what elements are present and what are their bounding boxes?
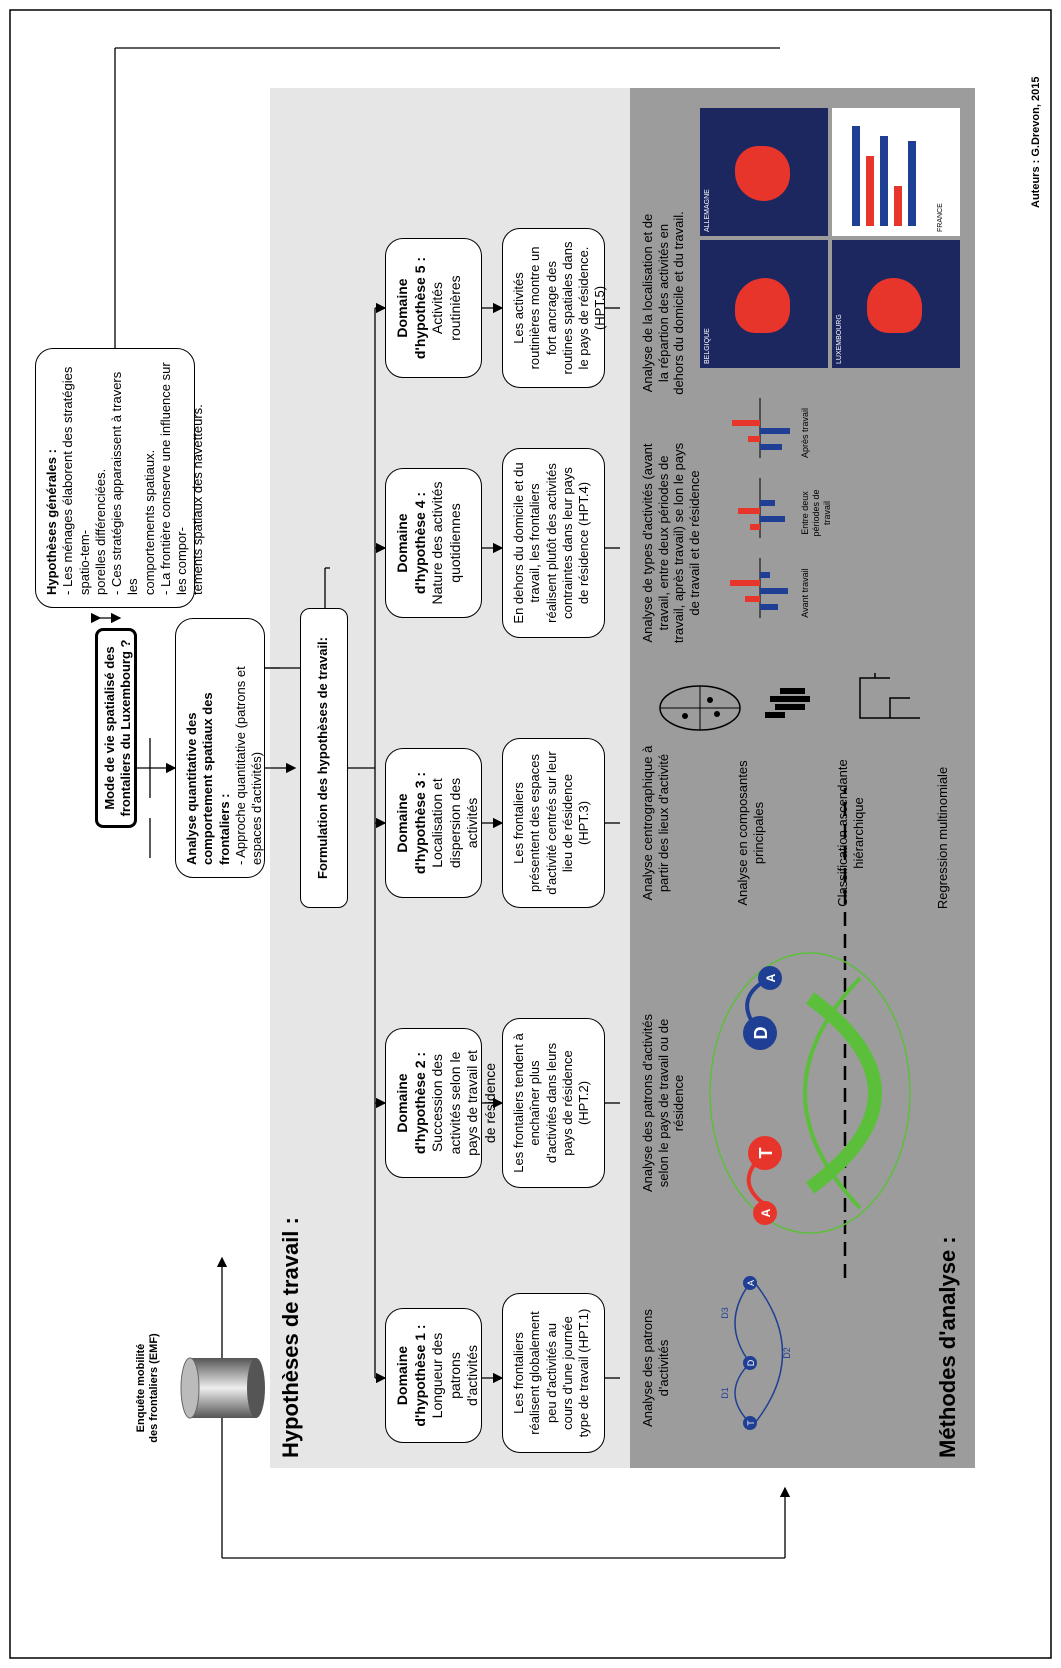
domain-title-3: Domaine d'hypothèse 3 : [394,771,428,875]
hypothesis-box-1: Les frontaliers réalisent globalement pe… [502,1293,605,1453]
domain-title-2: Domaine d'hypothèse 2 : [394,1051,428,1155]
domain-box-3: Domaine d'hypothèse 3 : Localisation et … [385,748,482,898]
node-a-label: A [746,1280,756,1286]
maps-grid: BELGIQUE ALLEMAGNE LUXEMBOURG FRANCE [700,108,960,368]
method-3c-label: Classification ascendante hiérarchique [835,759,866,907]
centrography-ellipse-icon [659,685,741,731]
domain-box-1: Domaine d'hypothèse 1 : Longueur des pat… [385,1308,482,1443]
method-1-label: Analyse des patrons d'activités [640,1309,671,1427]
node-d [743,1356,757,1370]
domain-subtitle-3: Localisation et dispersion des activités [429,777,480,869]
domain-title-4: Domaine d'hypothèse 4 : [394,491,428,595]
edge-d1-label: D1 [720,1387,730,1399]
survey-line1: Enquête mobilité [135,1343,147,1433]
pattern2-a-label: A [759,1208,773,1217]
pattern2-node-d [743,1016,777,1050]
dendrogram-icon [859,673,920,719]
domain-title-1: Domaine d'hypothèse 1 : [394,1324,428,1427]
map-thumbnail-3: LUXEMBOURG [832,240,960,368]
bar-label-entre: Entre deux périodes de travail [800,489,832,537]
edge-d2-label: D2 [782,1347,792,1359]
bars-entre-deux [738,478,785,538]
edge-d3-label: D3 [720,1307,730,1319]
bar-label-apres: Après travail [800,407,810,459]
pattern2-t-label: T [756,1148,776,1159]
domain-subtitle-5: Activités routinières [429,275,463,341]
map-2-label: ALLEMAGNE [704,189,711,232]
pattern2-node-t [748,1136,782,1170]
main-question-box: Mode de vie spatialisé des frontaliers d… [95,628,137,828]
node-d-label: D [746,1359,756,1366]
node-t-label: T [746,1420,756,1426]
map-thumbnail-1: BELGIQUE [700,240,828,368]
map-1-label: BELGIQUE [704,328,711,364]
general-hypotheses-body: - Les ménages élaborent des stratégies s… [60,362,206,595]
map-1-country-shape [735,278,790,333]
domain-title-5: Domaine d'hypothèse 5 : [394,256,428,360]
thumb-bar-4 [894,186,902,226]
map-3-label: LUXEMBOURG [836,314,843,364]
pca-bars-icon [765,688,810,718]
chart-thumb-label: FRANCE [937,203,944,232]
map-3-country-shape [867,278,922,333]
domain-subtitle-1: Longueur des patrons d'activités [429,1332,480,1419]
domain-box-5: Domaine d'hypothèse 5 : Activités routin… [385,238,482,378]
domain-subtitle-2: Succession des activités selon le pays d… [429,1050,498,1156]
map-2-country-shape [735,146,790,201]
bars-apres-travail [732,398,790,458]
method-4-label: Analyse de types d'activités (avant trav… [640,442,702,644]
bar-label-avant: Avant travail [800,568,810,618]
hypothesis-box-4: En dehors du domicile et du travail, les… [502,448,605,638]
domain-box-2: Domaine d'hypothèse 2 : Succession des a… [385,1028,498,1178]
credit: Auteurs : G.Drevon, 2015 [1030,76,1042,208]
method-3b-label: Analyse en composantes principales [735,760,766,906]
thumb-bar-2 [866,156,874,226]
bars-avant-travail [730,558,788,618]
pattern-diagram-2: A T D A [709,952,911,1234]
quantitative-analysis-box: Analyse quantitative des comportement sp… [175,618,265,878]
chart-thumbnail: FRANCE [832,108,960,236]
pattern2-a2-label: A [764,973,778,982]
quantitative-title: Analyse quantitative des comportement sp… [184,692,232,865]
hypothesis-box-5: Les activités routinières montre un fort… [502,228,607,388]
survey-label: Enquête mobilité des frontaliers (EMF) [135,1268,161,1508]
thumb-bar-5 [908,141,916,226]
general-hypotheses-title: Hypothèses générales : [44,449,59,595]
section-hypotheses-title: Hypothèses de travail : [278,1217,303,1458]
pattern2-d-label: D [751,1027,771,1040]
method-5-label: Analyse de la localisation et de la répa… [640,211,687,395]
survey-line2: des frontaliers (EMF) [148,1333,161,1443]
section-methods-title: Méthodes d'analyse : [935,1236,960,1458]
pattern2-node-a-red [753,1201,777,1225]
domain-box-4: Domaine d'hypothèse 4 : Nature des activ… [385,468,482,618]
formulation-box: Formulation des hypothèses de travail: [300,608,348,908]
map-thumbnail-2: ALLEMAGNE [700,108,828,236]
domain-subtitle-4: Nature des activités quotidiennes [429,481,463,605]
method-3d-label: Regression multinomiale [935,766,950,910]
pattern-diagram-1: T D A D1 D2 D3 [720,1276,792,1430]
hypothesis-box-3: Les frontaliers présentent des espaces d… [502,738,605,908]
general-hypotheses-box: Hypothèses générales : - Les ménages éla… [35,348,205,608]
node-a [743,1276,757,1290]
node-t [743,1416,757,1430]
database-cylinder-icon [180,1357,265,1419]
thumb-bar-1 [852,126,860,226]
activity-type-bars [730,398,790,618]
outer-frame [9,9,1052,1659]
method-3a-label: Analyse centrographique à partir des lie… [640,745,671,901]
quantitative-body: - Approche quantitative (patrons et espa… [232,666,264,865]
methods-band [630,88,975,1468]
method-2-label: Analyse des patrons d'activités selon le… [640,1013,687,1193]
thumb-bar-3 [880,136,888,226]
pattern2-node-a-blue [758,966,782,990]
hypothesis-box-2: Les frontaliers tendent à enchaîner plus… [502,1018,605,1188]
